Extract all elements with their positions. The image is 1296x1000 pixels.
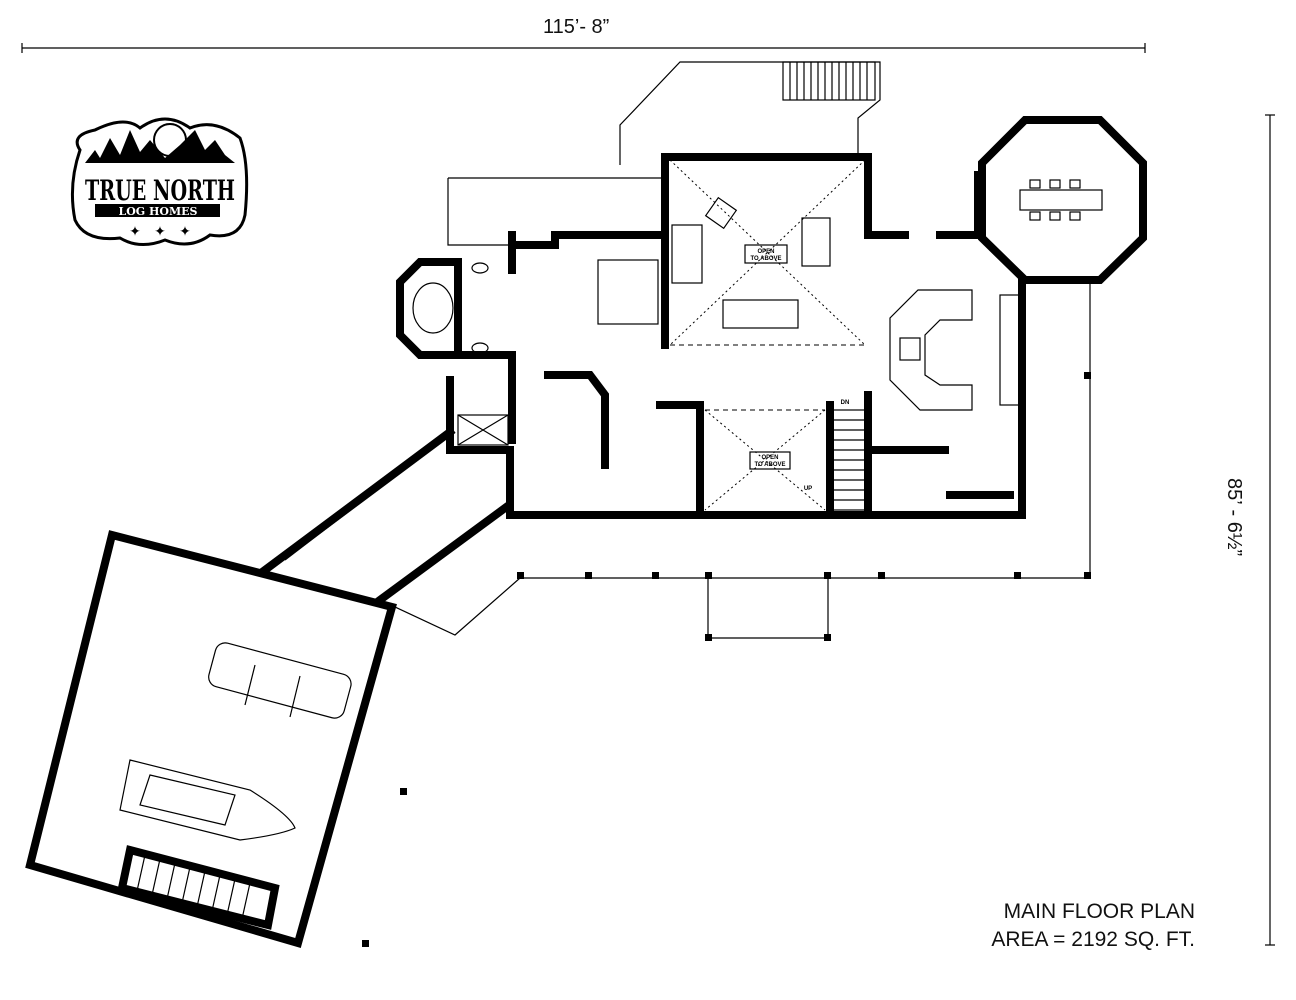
- svg-text:✦: ✦: [154, 223, 166, 239]
- foyer: OPEN TO ABOVE DN UP: [704, 400, 866, 511]
- open-to-above-label-2-line1: OPEN: [761, 455, 778, 461]
- garage-stairs: [117, 845, 280, 930]
- svg-text:✦: ✦: [179, 223, 191, 239]
- stairs-up-label: UP: [804, 486, 812, 492]
- truck: [208, 642, 352, 719]
- depth-dimension-line: [1265, 114, 1275, 946]
- stairs-down-label: DN: [841, 400, 850, 406]
- open-to-above-label-2-line2: TO ABOVE: [754, 462, 785, 468]
- open-to-above-label-1-line1: OPEN: [757, 249, 774, 255]
- logo-sub: LOG HOMES: [118, 205, 197, 218]
- dining-bay: [978, 116, 1147, 284]
- boat: [119, 759, 296, 841]
- svg-text:✦: ✦: [129, 223, 141, 239]
- main-stairs: DN UP: [804, 400, 866, 511]
- deck-stairs: [782, 61, 876, 101]
- master-bath-bay: [396, 258, 509, 446]
- plan-title-block: MAIN FLOOR PLAN AREA = 2192 SQ. FT.: [940, 898, 1195, 954]
- true-north-logo: TRUE NORTH LOG HOMES ✦ ✦ ✦: [70, 117, 249, 246]
- breezeway: [259, 426, 511, 606]
- garage: [25, 530, 397, 948]
- open-to-above-label-1-line2: TO ABOVE: [750, 256, 781, 262]
- plan-title: MAIN FLOOR PLAN: [1003, 900, 1195, 923]
- kitchen-island: [889, 289, 1023, 411]
- depth-dimension: 85’ - 6½”: [1223, 478, 1245, 557]
- plan-area: AREA = 2192 SQ. FT.: [991, 928, 1195, 951]
- logo-name: TRUE NORTH: [85, 174, 235, 207]
- rear-deck: [447, 61, 881, 246]
- front-porch: [362, 280, 1091, 947]
- width-dimension: 115’- 8”: [543, 16, 610, 38]
- width-dimension-line: [21, 43, 1146, 53]
- great-room: OPEN TO ABOVE: [597, 159, 866, 346]
